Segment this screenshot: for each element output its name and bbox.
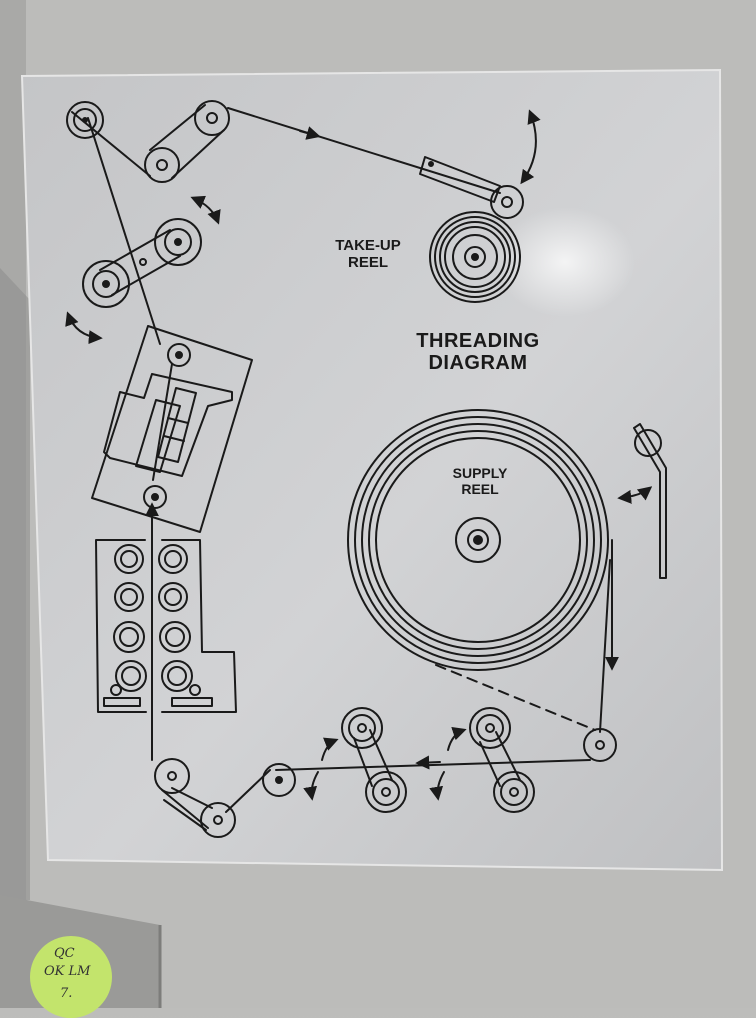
bottom-idler-arm: [154, 758, 296, 838]
left-dancer-arm: [303, 707, 407, 813]
title-line2: DIAGRAM: [428, 352, 528, 375]
take-up-tension-arm: [419, 109, 541, 219]
take-up-reel-label: TAKE-UP REEL: [318, 237, 418, 272]
take-up-label-line1: TAKE-UP: [335, 237, 401, 254]
qc-sticker: QC OK LM 7.: [30, 936, 112, 1018]
sticker-line3: 7.: [60, 986, 73, 1001]
supply-tension-arm: [617, 423, 667, 579]
take-up-reel: [429, 211, 521, 303]
supply-label-line1: SUPPLY: [452, 465, 508, 481]
threading-diagram-plate: [20, 68, 724, 872]
sticker-line2: OK LM: [44, 964, 91, 979]
right-dancer-arm: [429, 707, 535, 813]
upper-tension-arm: [65, 195, 221, 345]
tape-path: [71, 107, 619, 829]
sticker-line1: QC: [54, 946, 75, 961]
capstan-block: [95, 539, 237, 713]
supply-reel: [347, 409, 609, 671]
title-line1: THREADING: [416, 330, 540, 352]
supply-guide-roller: [583, 728, 617, 762]
top-guide-rollers: [66, 100, 230, 183]
supply-label-line2: REEL: [461, 480, 499, 497]
take-up-label-line2: REEL: [347, 253, 388, 271]
diagram-title: THREADING DIAGRAM: [398, 330, 558, 375]
head-assembly: [91, 325, 253, 533]
supply-reel-label: SUPPLY REEL: [432, 465, 528, 497]
